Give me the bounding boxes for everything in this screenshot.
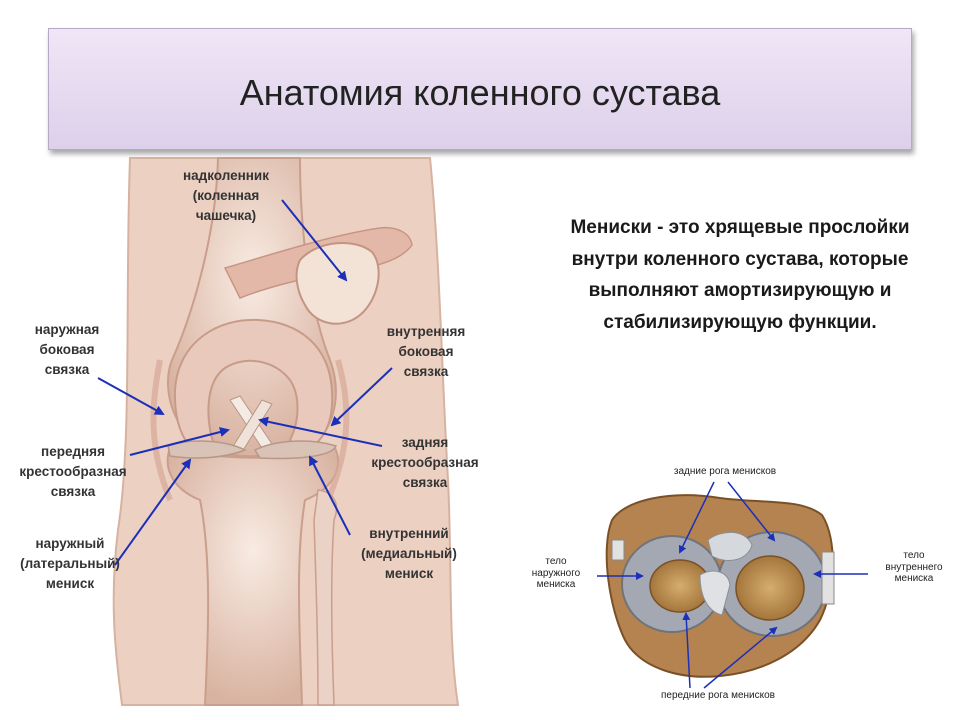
- arrow-medial-meniscus: [309, 455, 351, 536]
- label-medial-meniscus: внутренний(медиальный)мениск: [361, 526, 457, 581]
- label-posterior-horns: задние рога менисков: [673, 466, 777, 477]
- menisci-top-view: [605, 494, 835, 678]
- arrow-anterior-cruciate: [129, 427, 230, 456]
- menisci-arrows: [597, 481, 868, 689]
- page-title: Анатомия коленного сустава: [239, 72, 721, 113]
- arrow-posterior-horn-left: [679, 481, 715, 554]
- label-lateral-meniscus: наружный(латеральный)мениск: [20, 536, 120, 591]
- arrow-lateral-collateral: [97, 377, 165, 415]
- meniscus-description: Мениски - это хрящевые прослойки внутри …: [570, 217, 910, 333]
- arrow-anterior-horn-right: [703, 626, 778, 689]
- title-banner: [48, 28, 912, 150]
- knee-drawing: [112, 157, 460, 706]
- arrow-posterior-cruciate: [258, 416, 383, 447]
- arrow-anterior-horn-left: [682, 612, 691, 689]
- knee-arrows: [97, 199, 393, 566]
- arrow-medial-collateral: [330, 367, 393, 427]
- label-anterior-horns: передние рога менисков: [661, 690, 775, 701]
- arrow-lateral-meniscus: [114, 458, 192, 566]
- arrow-posterior-horn-right: [727, 481, 776, 542]
- arrow-patella: [281, 199, 348, 282]
